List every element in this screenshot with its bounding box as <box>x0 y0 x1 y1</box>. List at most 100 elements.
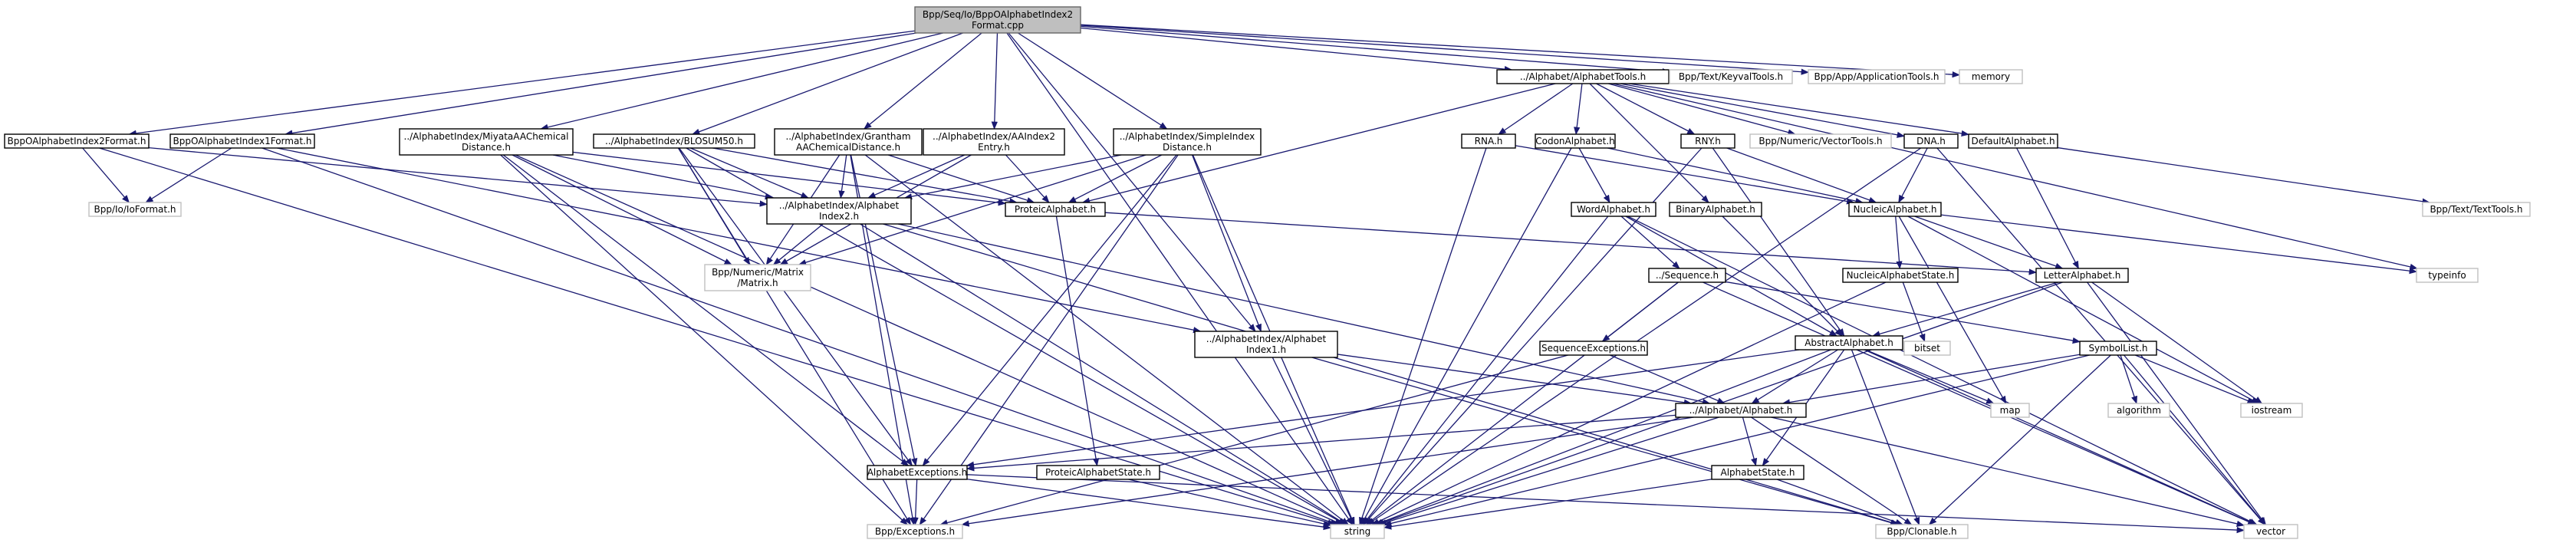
edge-alphatools-to-rna <box>1498 83 1574 135</box>
node-label: SequenceExceptions.h <box>1541 343 1646 354</box>
edge-bpp1fmt-to-alphaidx1 <box>277 147 1202 334</box>
node-box <box>2240 403 2303 418</box>
node-abstractalpha[interactable]: AbstractAlphabet.h <box>1795 335 1903 350</box>
node-dna[interactable]: DNA.h <box>1903 133 1959 149</box>
node-alphaidx1[interactable]: ../AlphabetIndex/AlphabetIndex1.h <box>1194 331 1338 358</box>
edge-wordalpha-to-sequence <box>1620 216 1680 269</box>
node-binaryalpha[interactable]: BinaryAlphabet.h <box>1669 202 1762 217</box>
node-memory: memory <box>1959 69 2023 84</box>
node-label: memory <box>1972 71 2010 82</box>
node-protstate[interactable]: ProteicAlphabetState.h <box>1036 465 1160 480</box>
edge-root-to-apptools <box>1080 25 1810 75</box>
node-rny[interactable]: RNY.h <box>1680 133 1735 149</box>
edge-miyata-to-exceptions <box>500 154 908 525</box>
node-label: Bpp/Seq/Io/BppOAlphabetIndex2 <box>923 9 1073 20</box>
edge-simpleidx-to-alphaidx1 <box>1192 154 1262 332</box>
node-label: BinaryAlphabet.h <box>1676 204 1755 215</box>
node-miyata[interactable]: ../AlphabetIndex/MiyataAAChemicalDistanc… <box>399 128 574 156</box>
node-alphaexc[interactable]: AlphabetExceptions.h <box>867 465 968 480</box>
edge-seqexc-to-exceptions <box>939 354 1568 526</box>
edge-nucstate-to-string <box>1371 281 1887 525</box>
node-wordalpha[interactable]: WordAlphabet.h <box>1571 202 1656 217</box>
node-alphastate[interactable]: AlphabetState.h <box>1711 465 1805 480</box>
edge-rny-to-abstractalpha <box>1712 147 1845 337</box>
node-sequence[interactable]: ../Sequence.h <box>1648 268 1726 283</box>
edge-blosum-to-alphaidx2 <box>690 147 809 199</box>
node-defaultalpha[interactable]: DefaultAlphabet.h <box>1968 133 2058 149</box>
edge-root-to-keyval <box>1080 25 1671 75</box>
edge-abstractalpha-to-alphaexc <box>966 349 1800 468</box>
node-root[interactable]: Bpp/Seq/Io/BppOAlphabetIndex2Format.cpp <box>914 6 1081 34</box>
node-grantham[interactable]: ../AlphabetIndex/GranthamAAChemicalDista… <box>774 128 923 156</box>
edge-abstractalpha-to-vector <box>1864 349 2256 525</box>
node-vectortools: Bpp/Numeric/VectorTools.h <box>1749 133 1892 149</box>
node-box <box>1903 133 1959 149</box>
node-label: Index1.h <box>1246 344 1286 355</box>
node-label: NucleicAlphabet.h <box>1853 204 1936 215</box>
node-box <box>1795 335 1903 350</box>
edge-symbollist-to-iostream <box>2134 354 2255 404</box>
node-blosum[interactable]: ../AlphabetIndex/BLOSUM50.h <box>593 133 755 149</box>
edge-alphatools-to-protalpha <box>1081 83 1556 204</box>
node-box <box>1848 202 1942 217</box>
edge-alphaidx1-to-alphabet <box>1337 354 1693 406</box>
edge-alphatools-to-dna <box>1620 83 1906 138</box>
node-label: Bpp/App/ApplicationTools.h <box>1814 71 1939 82</box>
edge-alphatools-to-vectortools <box>1608 83 1796 136</box>
edge-root-to-alphaidx1 <box>1008 32 1256 332</box>
node-texttools: Bpp/Text/TextTools.h <box>2422 202 2531 217</box>
edge-bpp2fmt-to-iofmt <box>82 147 130 203</box>
node-nucalpha[interactable]: NucleicAlphabet.h <box>1848 202 1942 217</box>
edge-dna-to-nucalpha <box>1898 147 1928 203</box>
edge-nucalpha-to-iostream <box>1907 216 2260 404</box>
edge-root-to-bpp1fmt <box>285 32 917 137</box>
edge-codon-to-wordalpha <box>1578 147 1610 203</box>
edge-simpleidx-to-exceptions <box>919 154 1179 525</box>
edge-letteralpha-to-iostream <box>2091 281 2263 404</box>
edge-bpp1fmt-to-iofmt <box>145 147 232 203</box>
edge-codon-to-string <box>1360 147 1572 525</box>
node-box <box>1842 268 1959 283</box>
edge-alphaidx1-to-string <box>1272 357 1355 525</box>
node-symbollist[interactable]: SymbolList.h <box>2079 341 2157 356</box>
node-alphabet[interactable]: ../Alphabet/Alphabet.h <box>1675 403 1807 418</box>
node-box <box>1808 69 1946 84</box>
node-nucstate[interactable]: NucleicAlphabetState.h <box>1842 268 1959 283</box>
node-letteralpha[interactable]: LetterAlphabet.h <box>2035 268 2129 283</box>
node-bpp2fmt[interactable]: BppOAlphabetIndex2Format.h <box>4 133 150 149</box>
edge-nucstate-to-bitset <box>1902 281 1926 342</box>
edge-alphaidx2-to-string <box>860 223 1347 525</box>
node-protalpha[interactable]: ProteicAlphabet.h <box>1005 202 1106 217</box>
node-box <box>1680 133 1735 149</box>
node-rna[interactable]: RNA.h <box>1461 133 1516 149</box>
node-box <box>2107 403 2170 418</box>
node-alphaidx2[interactable]: ../AlphabetIndex/AlphabetIndex2.h <box>766 197 912 225</box>
node-iofmt: Bpp/Io/IoFormat.h <box>88 202 182 217</box>
node-codon[interactable]: CodonAlphabet.h <box>1535 133 1616 149</box>
edge-alphastate-to-clonable <box>1776 479 1903 525</box>
node-label: ../AlphabetIndex/SimpleIndex <box>1120 131 1255 142</box>
edge-grantham-to-alphaidx2 <box>838 154 847 199</box>
node-exceptions: Bpp/Exceptions.h <box>867 524 963 539</box>
node-algorithm: algorithm <box>2107 403 2170 418</box>
edge-nucalpha-to-letteralpha <box>1914 216 2064 269</box>
node-box <box>1539 341 1648 356</box>
node-alphatools[interactable]: ../Alphabet/AlphabetTools.h <box>1496 69 1670 84</box>
edge-protalpha-to-protstate <box>1055 216 1100 467</box>
edge-aaindex2-to-protalpha <box>1005 154 1050 203</box>
node-label: AlphabetExceptions.h <box>867 467 968 478</box>
edge-simpleidx-to-protalpha <box>1068 154 1163 203</box>
node-seqexc[interactable]: SequenceExceptions.h <box>1539 341 1648 356</box>
edge-root-to-string <box>1006 32 1354 525</box>
edge-symbollist-to-vector <box>2123 354 2266 525</box>
node-bpp1fmt[interactable]: BppOAlphabetIndex1Format.h <box>169 133 315 149</box>
node-box <box>1194 331 1338 358</box>
node-label: Distance.h <box>1163 142 1212 153</box>
edge-alphabet-to-string <box>1378 416 1719 526</box>
edge-miyata-to-matrix <box>512 154 732 265</box>
node-box <box>2422 202 2531 217</box>
edge-alphabet-to-alphaexc <box>966 414 1676 472</box>
edge-symbollist-to-string <box>1383 354 2090 527</box>
